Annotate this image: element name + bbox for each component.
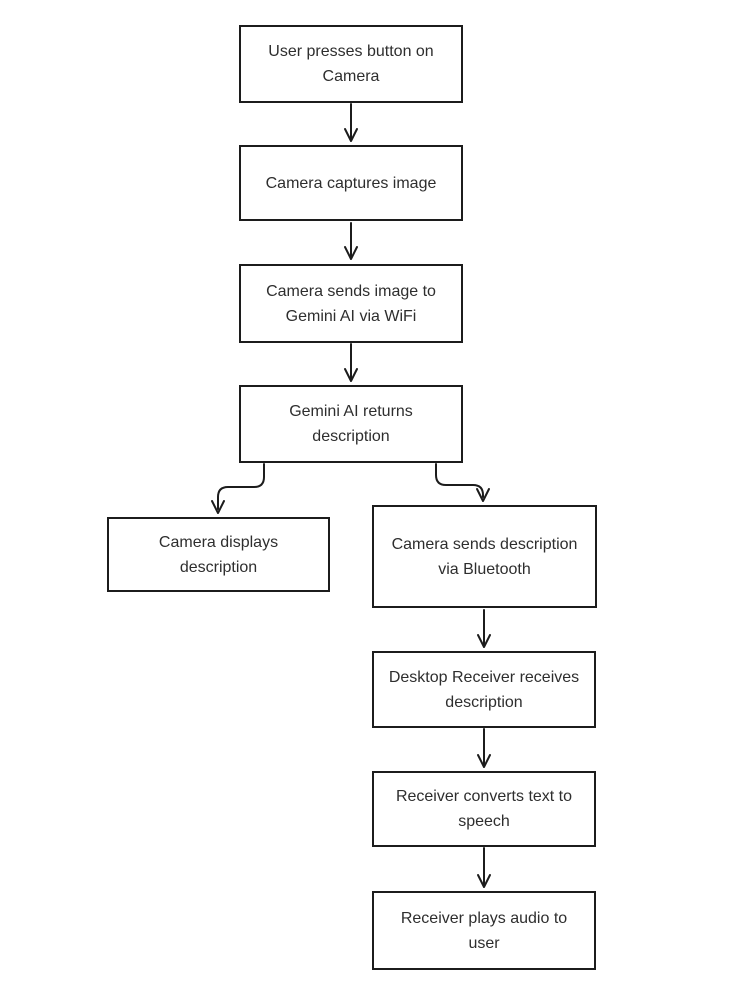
node-label: Camera sends image to Gemini AI via WiFi: [266, 282, 436, 325]
node-label: User presses button on Camera: [268, 43, 434, 85]
node-camera-captures-image: Camera captures image: [239, 145, 463, 221]
node-label: Gemini AI returns description: [289, 403, 413, 445]
node-label: Camera sends description via Bluetooth: [391, 535, 578, 578]
node-receiver-converts-text-to-speech: Receiver converts text to speech: [372, 771, 596, 847]
node-gemini-returns-description: Gemini AI returns description: [239, 385, 463, 463]
arrow-tts-to-plays-audio: [477, 847, 491, 888]
node-camera-displays-description: Camera displays description: [107, 517, 330, 592]
node-user-presses-button: User presses button on Camera: [239, 25, 463, 103]
node-label: Receiver plays audio to user: [400, 909, 568, 952]
node-camera-sends-image: Camera sends image to Gemini AI via WiFi: [239, 264, 463, 343]
arrow-bluetooth-to-receiver: [477, 609, 491, 648]
arrow-gemini-to-displays: [211, 463, 265, 514]
arrow-sends-image-to-gemini: [344, 343, 358, 382]
node-label: Receiver converts text to speech: [395, 788, 573, 830]
arrow-gemini-to-bluetooth: [435, 463, 490, 502]
node-camera-sends-description-bluetooth: Camera sends description via Bluetooth: [372, 505, 597, 608]
arrow-user-presses-to-captures: [344, 103, 358, 142]
arrow-captures-to-sends-image: [344, 222, 358, 260]
node-label: Camera displays description: [158, 533, 279, 576]
node-label: Camera captures image: [265, 174, 437, 192]
node-receiver-plays-audio: Receiver plays audio to user: [372, 891, 596, 970]
arrow-receiver-to-tts: [477, 728, 491, 768]
node-label: Desktop Receiver receives description: [388, 668, 580, 711]
node-desktop-receiver-receives: Desktop Receiver receives description: [372, 651, 596, 728]
